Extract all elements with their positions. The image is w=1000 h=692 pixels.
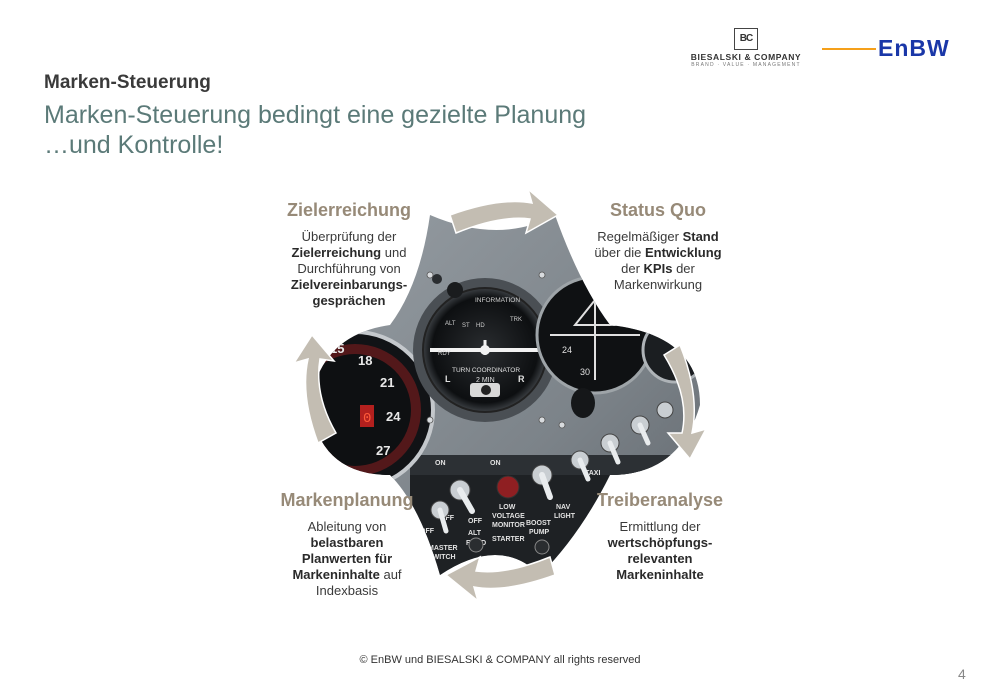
off-label: OFF [468, 518, 483, 525]
right-mark: R [518, 374, 525, 384]
pump-label: PUMP [529, 529, 550, 536]
dial-number: 24 [562, 345, 572, 355]
heading-number: 24 [386, 409, 401, 424]
quadrant-title-treiberanalyse: Treiberanalyse [596, 490, 724, 510]
heading-number: 27 [376, 443, 390, 458]
bc-company-name: BIESALSKI & COMPANY [690, 52, 802, 62]
page-number: 4 [958, 666, 966, 682]
information-label: INFORMATION [475, 297, 520, 304]
body-line: über die Entwicklung [594, 245, 722, 260]
switch-label: SWITCH [428, 554, 456, 561]
body-line: relevanten [627, 551, 693, 566]
body-line: belastbaren [310, 535, 384, 550]
copyright-footer: © EnBW und BIESALSKI & COMPANY all right… [359, 654, 641, 666]
body-line: Markeninhalte auf [292, 567, 402, 582]
on-label: ON [490, 460, 501, 467]
turn-coordinator-label: TURN COORDINATOR [452, 367, 520, 374]
cockpit-panel-illustration: 15 18 21 24 27 0 TURN COORDINATOR 2 MIN … [292, 186, 708, 604]
body-line: Zielerreichung und [291, 245, 407, 260]
quadrant-title-status-quo: Status Quo [609, 200, 706, 220]
body-line: Zielvereinbarungs- [290, 277, 408, 292]
section-kicker: Marken-Steuerung [44, 72, 211, 93]
cycle-arrow-right [662, 343, 708, 461]
body-line: wertschöpfungs- [607, 535, 713, 550]
alt-label: ALT [468, 530, 482, 537]
voltage-label: VOLTAGE [492, 513, 525, 520]
enbw-accent-line [822, 48, 876, 50]
quadrant-title-markenplanung: Markenplanung [280, 490, 414, 510]
two-min-label: 2 MIN [476, 377, 495, 384]
off-label: OFF [420, 528, 435, 535]
ladder-hd: HD [476, 323, 485, 329]
body-line: Ermittlung der [619, 519, 701, 534]
dial-number: 30 [580, 367, 590, 377]
ladder-trk: TRK [510, 317, 522, 323]
page-title-line-2: …und Kontrolle! [44, 131, 224, 159]
master-label: MASTER [428, 545, 458, 552]
body-line: Markenwirkung [613, 277, 703, 292]
left-mark: L [445, 374, 451, 384]
page-title-line-1: Marken-Steuerung bedingt eine gezielte P… [44, 101, 587, 129]
body-line: gesprächen [312, 293, 386, 308]
page-title: Marken-Steuerung bedingt eine gezielte P… [44, 100, 586, 160]
bc-monogram: BC [734, 28, 758, 50]
light-label: LIGHT [554, 513, 576, 520]
bc-tagline: BRAND · VALUE · MANAGEMENT [691, 62, 801, 68]
low-label: LOW [499, 504, 516, 511]
cycle-arrow-left [292, 333, 338, 445]
heading-number: 21 [380, 375, 394, 390]
taxi-label: TAXI [585, 470, 600, 477]
digital-readout: 0 [363, 411, 371, 427]
body-line: Regelmäßiger Stand [597, 229, 719, 244]
biesalski-company-logo: BC BIESALSKI & COMPANY BRAND · VALUE · M… [686, 28, 806, 70]
starter-label: STARTER [492, 536, 525, 543]
heading-number: 18 [358, 353, 372, 368]
boost-label: BOOST [526, 520, 552, 527]
body-line: Planwerten für [301, 551, 393, 566]
body-line: Indexbasis [315, 583, 379, 598]
body-line: Ableitung von [307, 519, 387, 534]
ladder-rdy: RDY [438, 351, 451, 357]
nav-label: NAV [556, 504, 571, 511]
body-line: Überprüfung der [301, 229, 397, 244]
off-label: OFF [440, 515, 455, 522]
body-line: Markeninhalte [616, 567, 704, 582]
on-label: ON [435, 460, 446, 467]
quadrant-title-zielerreichung: Zielerreichung [286, 200, 412, 220]
heading-number: 15 [330, 341, 344, 356]
body-line: der KPIs der [621, 261, 695, 276]
ladder-alt: ALT [445, 321, 456, 327]
enbw-logo: EnBW [878, 35, 950, 61]
ladder-st: ST [462, 323, 470, 329]
monitor-label: MONITOR [492, 522, 525, 529]
body-line: Durchführung von [297, 261, 401, 276]
cycle-arrow-bottom [444, 555, 556, 604]
cycle-arrow-top [449, 186, 560, 235]
